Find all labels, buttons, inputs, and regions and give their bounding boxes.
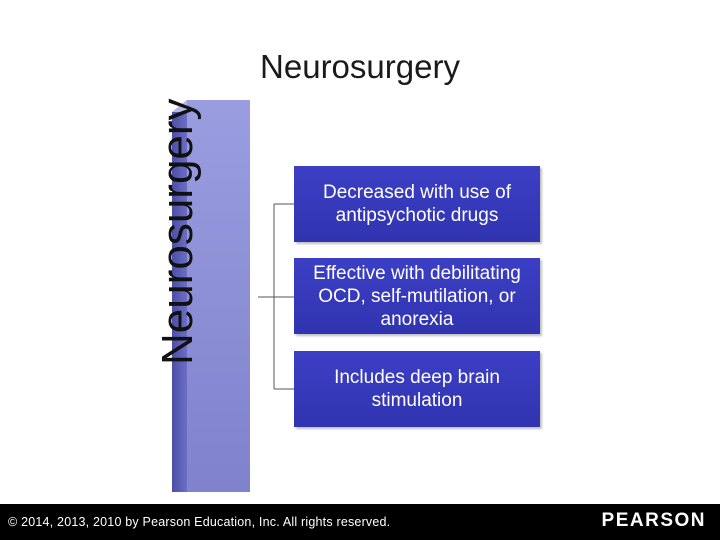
diagram-box-3: Includes deep brain stimulation: [294, 351, 540, 427]
diagram-box-3-text: Includes deep brain stimulation: [334, 367, 500, 411]
pearson-logo: PEARSON: [601, 510, 706, 531]
vertical-bar-label: Neurosurgery: [153, 98, 202, 365]
diagram-box-1-text: Decreased with use of antipsychotic drug…: [323, 182, 511, 226]
diagram-box-2: Effective with debilitating OCD, self-mu…: [294, 258, 540, 334]
diagram-box-1: Decreased with use of antipsychotic drug…: [294, 166, 540, 242]
copyright-text: © 2014, 2013, 2010 by Pearson Education,…: [8, 515, 391, 529]
diagram-box-2-text: Effective with debilitating OCD, self-mu…: [313, 262, 521, 330]
footer-bar: © 2014, 2013, 2010 by Pearson Education,…: [0, 504, 720, 540]
vertical-bar-side: [172, 100, 187, 492]
slide-title: Neurosurgery: [260, 48, 460, 85]
vertical-bar-front: [187, 100, 250, 492]
